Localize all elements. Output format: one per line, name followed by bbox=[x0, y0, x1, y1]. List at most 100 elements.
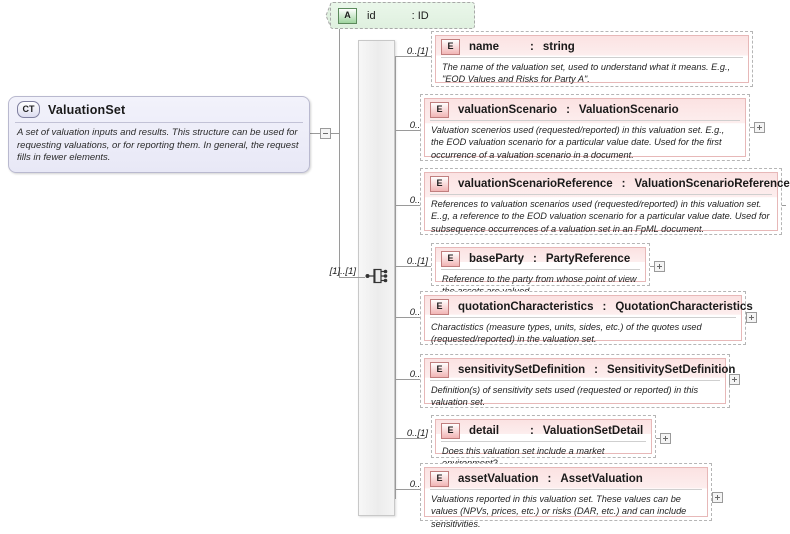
expand-toggle-quotationCharacteristics[interactable] bbox=[746, 312, 757, 323]
connector-leader-name bbox=[395, 56, 432, 57]
expand-toggle-baseParty[interactable] bbox=[654, 261, 665, 272]
connector-spine-upper bbox=[395, 56, 396, 278]
expand-toggle-sensitivitySetDefinition[interactable] bbox=[729, 374, 740, 385]
element-separator: : bbox=[530, 40, 534, 53]
element-type: ValuationSetDetail bbox=[542, 424, 644, 437]
connector-leader-baseParty bbox=[395, 266, 432, 267]
element-name: detail bbox=[469, 424, 500, 437]
sequence-panel bbox=[358, 40, 395, 516]
element-header-valuationScenarioReference: E valuationScenarioReference : Valuation… bbox=[425, 173, 790, 194]
element-inner-assetValuation: E assetValuation : AssetValuation Valuat… bbox=[424, 467, 708, 529]
element-inner-valuationScenario: E valuationScenario : ValuationScenario … bbox=[424, 98, 746, 160]
attribute-name: id bbox=[367, 9, 376, 22]
complex-type-badge: CT bbox=[17, 101, 40, 118]
complex-type-title: ValuationSet bbox=[48, 102, 126, 117]
attribute-box-id[interactable]: A id : ID bbox=[330, 2, 475, 29]
attribute-pointer-nub bbox=[322, 2, 332, 29]
element-box-baseParty[interactable]: E baseParty : PartyReference Reference t… bbox=[431, 243, 650, 296]
element-box-assetValuation[interactable]: E assetValuation : AssetValuation Valuat… bbox=[420, 463, 712, 529]
element-description: Valuation scenerios used (requested/repo… bbox=[431, 125, 725, 160]
expand-toggle-valuationScenario[interactable] bbox=[754, 122, 765, 133]
cardinality-assetValuation: 0..* bbox=[409, 479, 424, 490]
element-name: assetValuation bbox=[458, 472, 539, 485]
element-name: baseParty bbox=[469, 252, 524, 265]
element-description: References to valuation scenarios used (… bbox=[431, 199, 770, 234]
attribute-type-text: ID bbox=[417, 9, 429, 22]
element-rule bbox=[430, 194, 772, 195]
element-type: ValuationScenarioReference bbox=[634, 177, 790, 190]
element-separator: : bbox=[530, 424, 534, 437]
element-header-detail: E detail : ValuationSetDetail bbox=[436, 420, 651, 441]
cardinality-detail: 0..[1] bbox=[406, 428, 428, 439]
element-badge: E bbox=[430, 101, 449, 118]
connector-leader-detail bbox=[395, 438, 425, 439]
attribute-nub-shape bbox=[325, 2, 332, 29]
element-inner-quotationCharacteristics: E quotationCharacteristics : QuotationCh… bbox=[424, 295, 753, 344]
attribute-badge: A bbox=[338, 7, 357, 24]
expand-toggle-assetValuation[interactable] bbox=[712, 492, 723, 503]
element-rule bbox=[430, 317, 736, 318]
element-name: sensitivitySetDefinition bbox=[458, 363, 586, 376]
element-header-assetValuation: E assetValuation : AssetValuation bbox=[425, 468, 707, 489]
attribute-separator: : bbox=[411, 9, 415, 22]
element-description: Valuations reported in this valuation se… bbox=[431, 494, 687, 529]
element-type: AssetValuation bbox=[560, 472, 643, 485]
element-inner-name: E name : string The name of the valuatio… bbox=[435, 35, 749, 84]
complex-type-header: CT ValuationSet bbox=[9, 97, 309, 122]
element-badge: E bbox=[430, 175, 449, 192]
element-separator: : bbox=[547, 472, 552, 485]
element-separator: : bbox=[566, 103, 570, 116]
element-name: quotationCharacteristics bbox=[458, 300, 594, 313]
element-badge: E bbox=[430, 298, 449, 315]
element-box-quotationCharacteristics[interactable]: E quotationCharacteristics : QuotationCh… bbox=[420, 291, 753, 345]
element-inner-sensitivitySetDefinition: E sensitivitySetDefinition : Sensitivity… bbox=[424, 358, 735, 407]
element-type: ValuationScenario bbox=[578, 103, 679, 116]
cardinality-quotationCharacteristics: 0..* bbox=[409, 307, 424, 318]
cardinality-valuationScenarioReference: 0..* bbox=[409, 195, 424, 206]
element-box-detail[interactable]: E detail : ValuationSetDetail Does this … bbox=[431, 415, 656, 468]
attribute-type: : ID bbox=[412, 10, 429, 22]
cardinality-baseParty: 0..[1] bbox=[406, 256, 428, 267]
element-inner-valuationScenarioReference: E valuationScenarioReference : Valuation… bbox=[424, 172, 790, 234]
connector-trunk-vertical bbox=[339, 16, 340, 278]
element-badge: E bbox=[441, 38, 460, 55]
element-header-quotationCharacteristics: E quotationCharacteristics : QuotationCh… bbox=[425, 296, 753, 317]
cardinality-sensitivitySetDefinition: 0..* bbox=[409, 369, 424, 380]
element-badge: E bbox=[430, 470, 449, 487]
element-description: The name of the valuation set, used to u… bbox=[442, 62, 731, 85]
element-badge: E bbox=[441, 250, 460, 267]
element-header-baseParty: E baseParty : PartyReference bbox=[436, 248, 645, 269]
connector-leader-valuationScenarioReference bbox=[395, 205, 420, 206]
cardinality-name: 0..[1] bbox=[406, 46, 428, 57]
element-inner-detail: E detail : ValuationSetDetail Does this … bbox=[435, 419, 652, 468]
element-separator: : bbox=[602, 300, 607, 313]
element-separator: : bbox=[621, 177, 626, 190]
element-rule bbox=[441, 441, 646, 442]
element-rule bbox=[441, 57, 743, 58]
element-box-sensitivitySetDefinition[interactable]: E sensitivitySetDefinition : Sensitivity… bbox=[420, 354, 735, 408]
connector-spine-lower bbox=[395, 277, 396, 499]
element-box-valuationScenarioReference[interactable]: E valuationScenarioReference : Valuation… bbox=[420, 168, 790, 235]
element-type: SensitivitySetDefinition bbox=[607, 363, 736, 376]
element-rule bbox=[430, 120, 740, 121]
element-box-name[interactable]: E name : string The name of the valuatio… bbox=[431, 31, 753, 87]
complex-type-box-valuationset[interactable]: CT ValuationSet A set of valuation input… bbox=[8, 96, 310, 173]
expand-toggle-detail[interactable] bbox=[660, 433, 671, 444]
element-type: PartyReference bbox=[545, 252, 631, 265]
collapse-toggle-root[interactable] bbox=[320, 128, 331, 139]
complex-type-divider bbox=[15, 122, 303, 123]
connector-leader-quotationCharacteristics bbox=[395, 317, 420, 318]
connector-expander-stub-3 bbox=[649, 266, 655, 267]
element-description: Charactistics (measure types, units, sid… bbox=[431, 322, 702, 345]
element-box-valuationScenario[interactable]: E valuationScenario : ValuationScenario … bbox=[420, 94, 750, 161]
connector-expander-stub-1 bbox=[749, 127, 755, 128]
element-header-sensitivitySetDefinition: E sensitivitySetDefinition : Sensitivity… bbox=[425, 359, 735, 380]
connector-toggle-stub bbox=[331, 133, 339, 134]
connector-sequence-branch bbox=[339, 277, 365, 278]
element-badge: E bbox=[441, 422, 460, 439]
element-rule bbox=[430, 489, 702, 490]
cardinality-valuationScenario: 0..* bbox=[409, 120, 424, 131]
attribute-inner: A id : ID bbox=[334, 5, 471, 26]
element-name: valuationScenarioReference bbox=[458, 177, 613, 190]
sequence-compositor-icon[interactable] bbox=[365, 266, 389, 286]
